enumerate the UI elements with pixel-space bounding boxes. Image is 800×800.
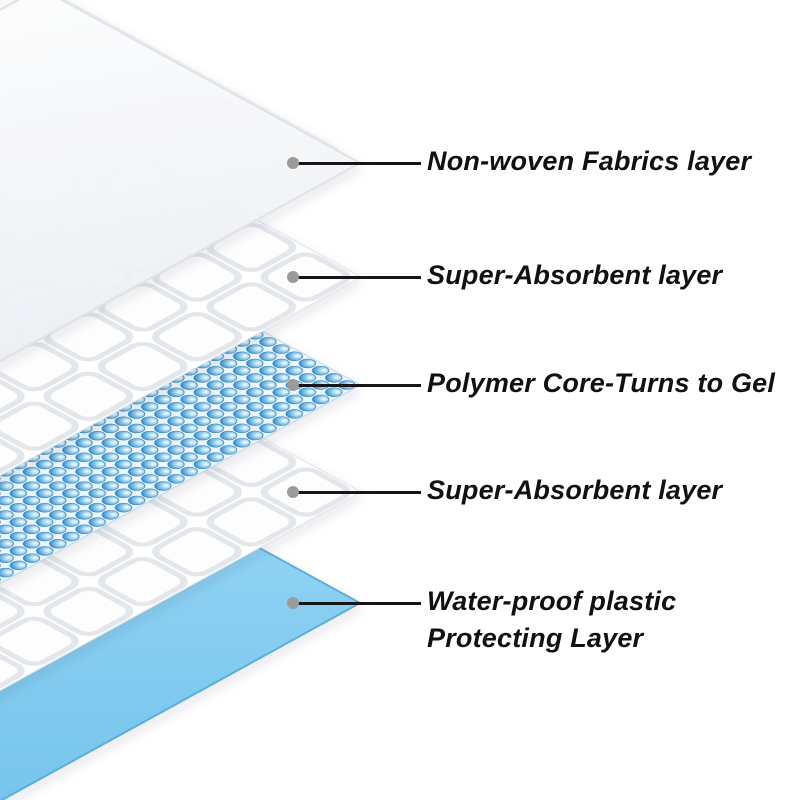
layer-label-waterproof: Water-proof plastic Protecting Layer: [427, 586, 677, 653]
leader-line: [297, 384, 421, 387]
leader-line: [297, 602, 421, 605]
leader-dot: [287, 597, 299, 609]
layer-label-super-absorbent-upper: Super-Absorbent layer: [427, 260, 723, 290]
leader-line: [297, 162, 421, 165]
leader-line: [297, 491, 421, 494]
leader-dot: [287, 486, 299, 498]
layer-label-polymer-core: Polymer Core-Turns to Gel: [427, 368, 776, 398]
leader-dot: [287, 271, 299, 283]
layer-label-super-absorbent-lower: Super-Absorbent layer: [427, 475, 723, 505]
leader-dot: [287, 157, 299, 169]
leader-dot: [287, 379, 299, 391]
layer-label-non-woven: Non-woven Fabrics layer: [427, 146, 752, 176]
non-woven-sheet-shape: [0, 0, 361, 363]
leader-line: [297, 276, 421, 279]
non-woven-sheet: [0, 0, 361, 363]
